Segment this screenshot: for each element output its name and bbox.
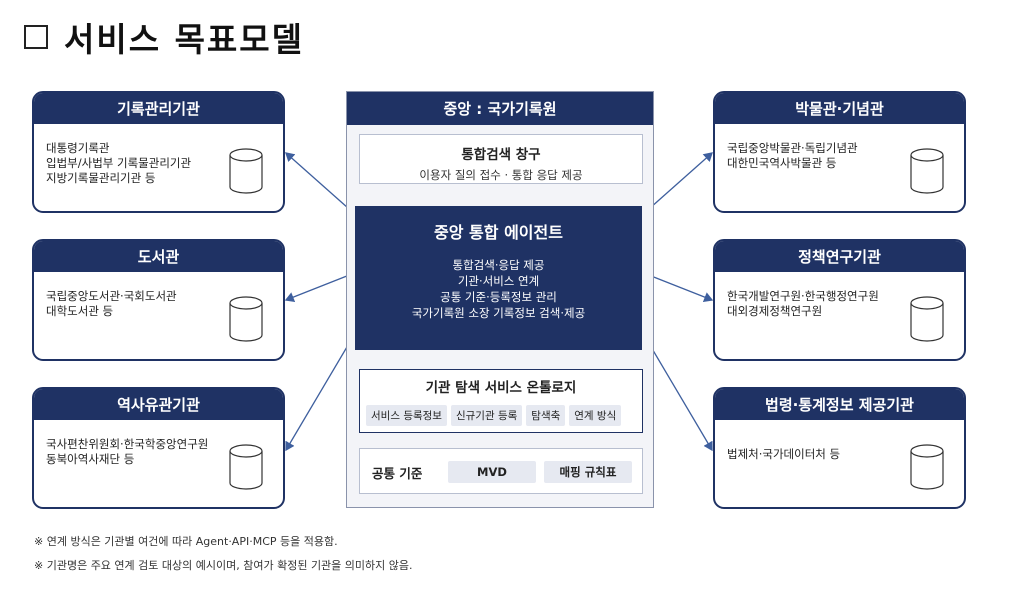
card-body: 대통령기록관 입법부/사법부 기록물관리기관 지방기록물관리기관 등	[46, 141, 236, 186]
ontology-chip: 연계 방식	[569, 405, 622, 426]
card-title: 도서관	[34, 241, 283, 272]
card-history-institutions: 역사유관기관 국사편찬위원회·한국학중앙연구원 동북아역사재단 등	[32, 387, 285, 509]
card-records-institutions: 기록관리기관 대통령기록관 입법부/사법부 기록물관리기관 지방기록물관리기관 …	[32, 91, 285, 213]
card-libraries: 도서관 국립중앙도서관·국회도서관 대학도서관 등	[32, 239, 285, 361]
standard-chip-mapping: 매핑 규칙표	[544, 461, 632, 483]
card-line: 대한민국역사박물관 등	[727, 156, 837, 170]
database-icon	[910, 444, 944, 490]
footnotes: ※ 연계 방식은 기관별 여건에 따라 Agent·API·MCP 등을 적용함…	[34, 530, 413, 578]
database-icon	[910, 296, 944, 342]
card-line: 대외경제정책연구원	[727, 304, 823, 318]
card-line: 국사편찬위원회·한국학중앙연구원	[46, 437, 209, 451]
card-line: 국립중앙도서관·국회도서관	[46, 289, 177, 303]
arrow-left-top	[285, 152, 358, 217]
card-body: 국립중앙도서관·국회도서관 대학도서관 등	[46, 289, 236, 319]
database-icon	[910, 148, 944, 194]
search-title: 통합검색 창구	[461, 147, 541, 163]
card-body: 한국개발연구원·한국행정연구원 대외경제정책연구원	[727, 289, 917, 319]
ontology-chip: 탐색축	[526, 405, 566, 426]
center-header: 중앙 : 국가기록원	[347, 92, 653, 125]
card-line: 국립중앙박물관·독립기념관	[727, 141, 858, 155]
card-body: 국사편찬위원회·한국학중앙연구원 동북아역사재단 등	[46, 437, 236, 467]
card-title: 박물관·기념관	[715, 93, 964, 124]
standard-title: 공통 기준	[372, 466, 423, 481]
card-line: 입법부/사법부 기록물관리기관	[46, 156, 192, 170]
arrow-left-bottom	[285, 328, 358, 452]
card-body: 법제처·국가데이터처 등	[727, 447, 917, 462]
card-policy-research: 정책연구기관 한국개발연구원·한국행정연구원 대외경제정책연구원	[713, 239, 966, 361]
card-body: 국립중앙박물관·독립기념관 대한민국역사박물관 등	[727, 141, 917, 171]
ontology-chip: 서비스 등록정보	[366, 405, 447, 426]
database-icon	[229, 296, 263, 342]
card-law-statistics: 법령·통계정보 제공기관 법제처·국가데이터처 등	[713, 387, 966, 509]
footnote: ※ 연계 방식은 기관별 여건에 따라 Agent·API·MCP 등을 적용함…	[34, 535, 338, 548]
card-line: 대학도서관 등	[46, 304, 114, 318]
common-standard: 공통 기준 MVD 매핑 규칙표	[359, 448, 643, 494]
agent-line: 통합검색·응답 제공	[452, 258, 545, 272]
card-line: 법제처·국가데이터처 등	[727, 447, 841, 461]
database-icon	[229, 148, 263, 194]
arrow-left-mid	[284, 270, 359, 302]
card-title: 기록관리기관	[34, 93, 283, 124]
checkbox-square-icon	[24, 25, 48, 49]
page-title-area: 서비스 목표모델	[24, 14, 304, 60]
card-title: 정책연구기관	[715, 241, 964, 272]
service-ontology: 기관 탐색 서비스 온톨로지 서비스 등록정보 신규기관 등록 탐색축 연계 방…	[359, 369, 643, 433]
page-title: 서비스 목표모델	[64, 20, 305, 59]
central-national-archives: 중앙 : 국가기록원 통합검색 창구 이용자 질의 접수 · 통합 응답 제공 …	[346, 91, 654, 508]
card-line: 대통령기록관	[46, 141, 110, 155]
card-title: 역사유관기관	[34, 389, 283, 420]
ontology-title: 기관 탐색 서비스 온톨로지	[425, 380, 577, 396]
agent-title: 중앙 통합 에이전트	[434, 223, 563, 242]
agent-line: 국가기록원 소장 기록정보 검색·제공	[411, 306, 586, 320]
search-subtitle: 이용자 질의 접수 · 통합 응답 제공	[419, 168, 583, 182]
integrated-search-window: 통합검색 창구 이용자 질의 접수 · 통합 응답 제공	[359, 134, 643, 184]
ontology-chip: 신규기관 등록	[450, 405, 523, 426]
card-line: 동북아역사재단 등	[46, 452, 135, 466]
card-museums: 박물관·기념관 국립중앙박물관·독립기념관 대한민국역사박물관 등	[713, 91, 966, 213]
footnote: ※ 기관명은 주요 연계 검토 대상의 예시이며, 참여가 확정된 기관을 의미…	[34, 559, 413, 572]
database-icon	[229, 444, 263, 490]
card-title: 법령·통계정보 제공기관	[715, 389, 964, 420]
standard-chip-mvd: MVD	[448, 461, 536, 483]
card-line: 한국개발연구원·한국행정연구원	[727, 289, 879, 303]
central-integrated-agent: 중앙 통합 에이전트 통합검색·응답 제공 기관·서비스 연계 공통 기준·등록…	[355, 206, 642, 350]
agent-line: 공통 기준·등록정보 관리	[440, 290, 557, 304]
agent-line: 기관·서비스 연계	[457, 274, 540, 288]
card-line: 지방기록물관리기관 등	[46, 171, 156, 185]
